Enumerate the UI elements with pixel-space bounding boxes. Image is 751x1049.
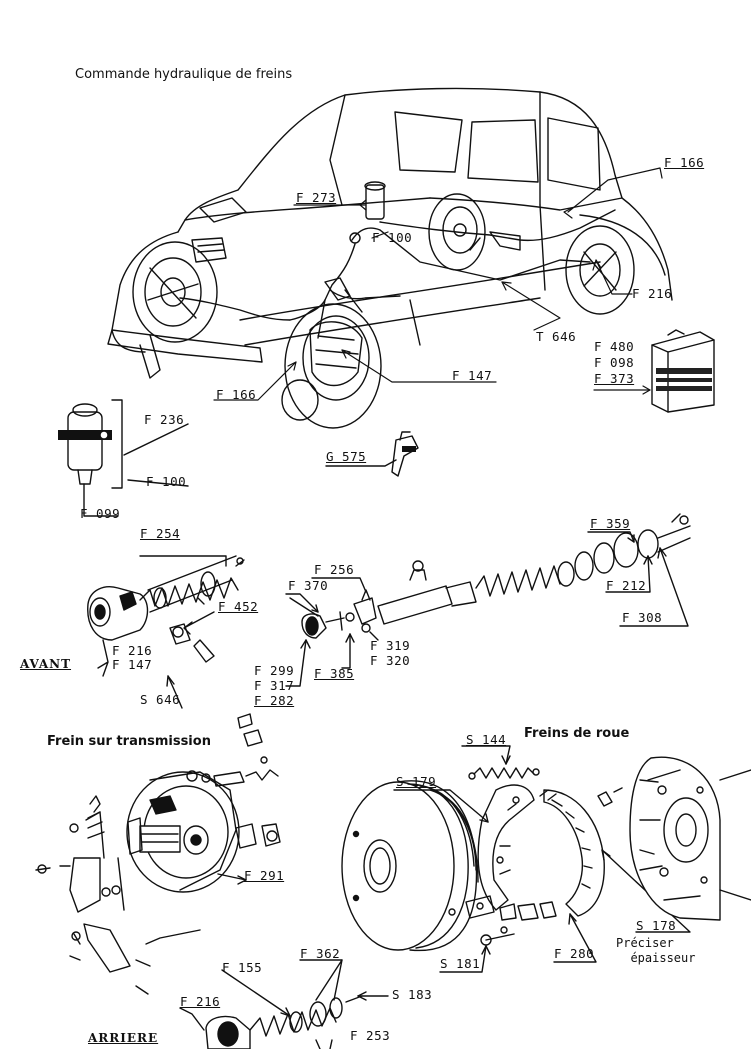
- brake-fluid-can: [651, 329, 715, 413]
- label-f216-rear: F 216: [180, 994, 221, 1009]
- label-f099: F 099: [80, 506, 121, 521]
- label-f308: F 308: [622, 610, 663, 625]
- label-f373: F 373: [594, 371, 635, 386]
- label-f362: F 362: [300, 946, 341, 961]
- label-f216-car: F 216: [632, 286, 673, 301]
- transmission-brake-title: Frein sur transmission: [47, 734, 211, 749]
- car-leader-lines: [213, 167, 663, 401]
- label-f320: F 320: [370, 653, 411, 668]
- brake-shoes-illustration: [393, 745, 691, 973]
- label-f166-bottom: F 166: [216, 387, 257, 402]
- label-f254: F 254: [140, 526, 181, 541]
- wheel-brake-drum-illustration: [341, 780, 479, 952]
- label-f319: F 319: [370, 638, 411, 653]
- front-section-label: AVANT: [20, 657, 72, 671]
- label-s179: S 179: [396, 774, 437, 789]
- label-s181: S 181: [440, 956, 481, 971]
- label-f299: F 299: [254, 663, 295, 678]
- backing-plate-illustration: [597, 756, 751, 921]
- rear-section-label: ARRIERE: [88, 1031, 159, 1045]
- label-f236: F 236: [144, 412, 185, 427]
- label-f147-front: F 147: [112, 657, 153, 672]
- label-f273: F 273: [296, 190, 337, 205]
- label-s646: S 646: [140, 692, 181, 707]
- label-g575: G 575: [326, 449, 367, 464]
- label-f291: F 291: [244, 868, 285, 883]
- master-cylinder-illustration: [237, 513, 691, 747]
- label-f256: F 256: [314, 562, 355, 577]
- label-f098: F 098: [594, 355, 635, 370]
- label-s178: S 178: [636, 918, 677, 933]
- center-valve-illustration: [285, 577, 379, 687]
- label-s183: S 183: [392, 987, 433, 1002]
- label-f385: F 385: [314, 666, 355, 681]
- label-f317: F 317: [254, 678, 295, 693]
- label-f216-front: F 216: [112, 643, 153, 658]
- label-s144: S 144: [466, 732, 507, 747]
- rear-wheel-cylinder-illustration: [179, 959, 389, 1049]
- thickness-note: Préciser épaisseur: [616, 936, 695, 966]
- label-f452: F 452: [218, 599, 259, 614]
- wheel-brake-title: Freins de roue: [524, 726, 630, 741]
- label-f359: F 359: [590, 516, 631, 531]
- label-f282: F 282: [254, 693, 295, 708]
- label-f147-car: F 147: [452, 368, 493, 383]
- label-f280: F 280: [554, 946, 595, 961]
- transmission-brake-illustration: [35, 756, 281, 995]
- front-assembly-illustration: [87, 555, 245, 709]
- label-f480: F 480: [594, 339, 635, 354]
- note-line-2: épaisseur: [630, 951, 696, 965]
- label-f100-car: F 100: [372, 230, 413, 245]
- label-f100-cylinder: F 100: [146, 474, 187, 489]
- label-f212: F 212: [606, 578, 647, 593]
- diagram-title: Commande hydraulique de freins: [75, 67, 293, 82]
- note-line-1: Préciser: [616, 936, 674, 950]
- label-t646: T 646: [536, 329, 577, 344]
- label-f166-top: F 166: [664, 155, 705, 170]
- label-f370: F 370: [288, 578, 329, 593]
- car-illustration: [107, 87, 673, 429]
- wheel-cylinder-illustration: [58, 399, 189, 517]
- label-f253: F 253: [350, 1028, 391, 1043]
- label-f155: F 155: [222, 960, 263, 975]
- bleed-valve-illustration: [325, 431, 419, 477]
